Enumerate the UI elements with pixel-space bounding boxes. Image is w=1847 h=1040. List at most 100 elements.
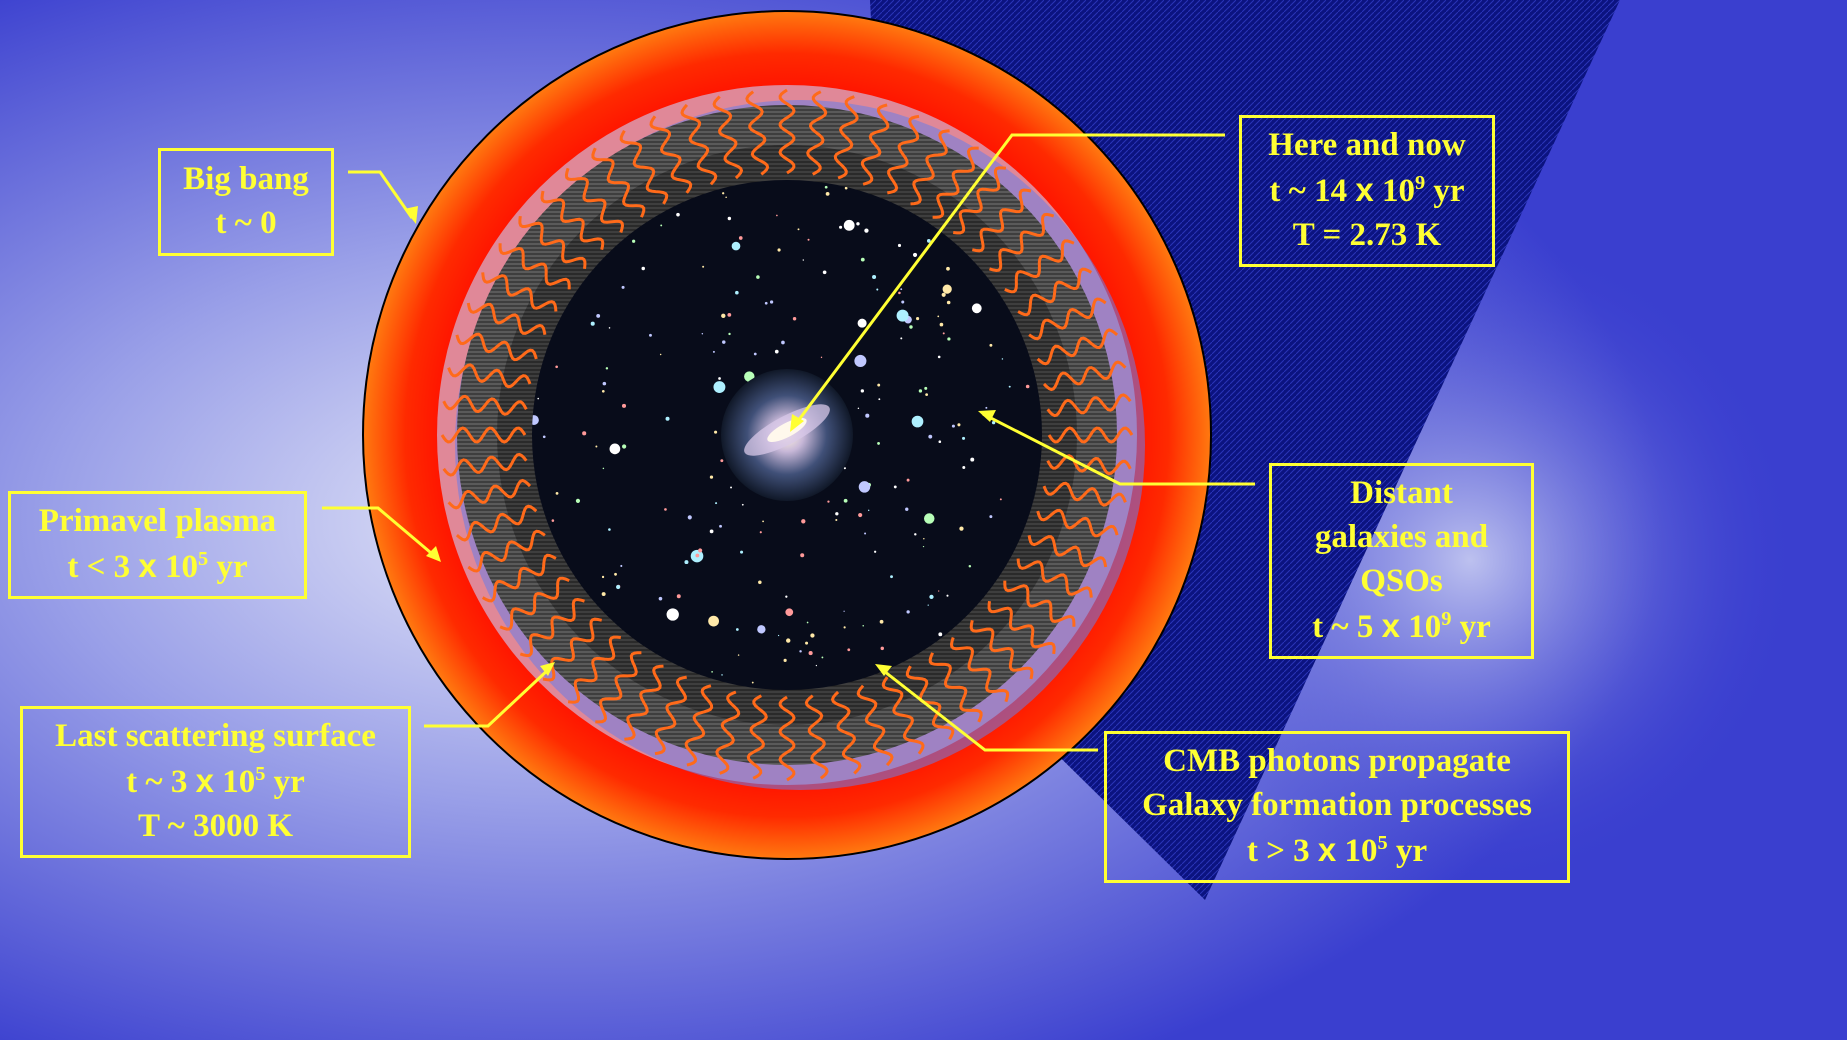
wave-photon-icon [1046,454,1132,476]
star-icon [720,459,724,463]
here-now-arrow [793,133,1225,426]
star-icon [730,486,733,489]
wave-photon-icon [715,690,741,775]
wave-photon-icon [467,529,546,573]
star-icon [731,241,741,251]
star-icon [946,266,950,271]
cmb-time: t > 3 x 105 yr [1246,830,1428,869]
wave-photon-icon [540,190,605,251]
star-icon [605,367,609,370]
wave-photon-icon [1042,360,1127,392]
star-icon [942,332,945,335]
wave-photon-icon [887,114,920,195]
here-now-time: t ~ 14 x 109 yr [1269,171,1465,210]
star-icon [622,444,627,449]
wave-photon-icon [987,601,1056,655]
star-icon [947,337,951,341]
star-icon [985,406,988,409]
star-icon [797,228,800,231]
star-icon [601,389,605,393]
star-icon [946,594,949,597]
star-icon [905,507,909,511]
star-icon [938,440,942,444]
star-icon [835,512,839,516]
star-icon [808,651,813,656]
star-icon [711,671,713,673]
plasma-label: Primavel plasma t < 3 x 105 yr [8,491,307,599]
star-icon [719,524,722,528]
cmb-line2: Galaxy formation processes [1142,787,1532,824]
star-icon [764,301,768,305]
star-icon [664,508,667,511]
star-icon [687,515,692,520]
star-icon [858,512,863,518]
star-icon [709,529,714,534]
star-icon [709,475,714,479]
star-icon [925,393,929,396]
star-icon [918,389,923,393]
wave-photon-icon [928,652,983,723]
star-icon [862,624,864,627]
star-icon [865,413,870,418]
star-icon [769,300,774,304]
star-icon [701,333,704,335]
star-icon [649,333,652,337]
last-scattering-arrow [424,666,552,728]
star-icon [602,381,607,386]
star-icon [785,608,794,617]
here-now-temp: T = 2.73 K [1292,216,1442,253]
star-icon [897,243,902,247]
last-scattering-title: Last scattering surface [55,718,376,755]
distant-time: t ~ 5 x 109 yr [1312,606,1491,645]
big-bang-label: Big bang t ~ 0 [158,148,334,256]
wave-photon-icon [447,363,532,389]
cmb-arrow [879,666,1098,752]
star-icon [968,564,972,568]
star-icon [721,313,726,319]
star-icon [928,434,933,439]
wave-photon-icon [953,166,1007,235]
star-icon [835,518,838,522]
star-icon [893,485,897,489]
wave-photon-icon [856,684,894,767]
star-icon [759,531,762,534]
big-bang-arrow [348,170,414,219]
star-icon [847,648,851,652]
wave-photon-icon [1036,328,1119,366]
wave-photon-icon [804,694,829,780]
star-icon [676,212,680,217]
wave-photon-icon [440,426,527,444]
cmb-line1: CMB photons propagate [1163,743,1511,780]
wave-photon-icon [442,394,528,416]
star-icon [962,466,966,470]
star-icon [843,219,855,231]
wave-photon-icon [833,95,859,180]
star-icon [806,621,809,624]
wave-photon-icon [1004,239,1075,294]
wave-photon-icon [881,676,925,755]
star-icon [712,350,715,353]
wave-photon-icon [1016,558,1093,598]
big-bang-time: t ~ 0 [215,205,277,241]
wave-photon-icon [1046,393,1132,418]
wave-photon-icon [624,664,664,741]
star-icon [864,228,869,233]
spiral-galaxy-icon [721,369,853,501]
wave-photon-icon [447,478,532,510]
star-icon [751,681,754,684]
distant-line3: QSOs [1360,563,1443,599]
star-icon [827,500,830,503]
star-icon [659,353,662,356]
star-icon [991,420,996,425]
star-icon [946,300,951,305]
star-icon [839,225,843,229]
star-icon [799,650,802,653]
star-icon [906,610,910,614]
arrow-heads [404,206,996,676]
star-icon [824,185,828,189]
star-icon [900,337,903,340]
star-icon [938,590,940,592]
star-icon [820,356,823,359]
wave-photon-icon [542,617,603,682]
distant-galaxies-arrow [982,412,1255,486]
